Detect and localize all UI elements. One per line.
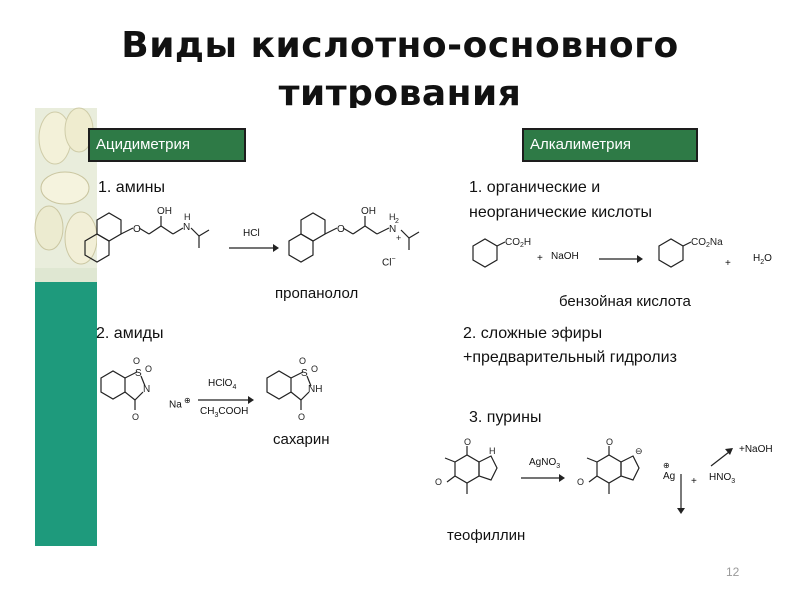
plus-naoh-label: +NaOH [739, 444, 773, 455]
svg-text:O: O [311, 364, 318, 374]
svg-text:O: O [606, 437, 613, 447]
svg-text:N: N [183, 222, 190, 233]
svg-text:S: S [301, 368, 308, 379]
svg-text:O: O [298, 412, 305, 422]
pills-photo [34, 107, 98, 282]
svg-text:2: 2 [395, 218, 399, 225]
svg-text:O: O [133, 356, 140, 366]
svg-text:O: O [145, 364, 152, 374]
svg-text:H: H [489, 446, 496, 456]
title-line-1: Виды кислотно-основного [121, 25, 679, 66]
precipitate-arrow [677, 474, 685, 514]
plus-sign-2: + [725, 258, 731, 269]
alkalimetry-header: Алкалиметрия [522, 128, 698, 162]
svg-text:H: H [184, 212, 191, 222]
title-line-2: титрования [278, 73, 522, 114]
sodium-ion: Na ⊕ [169, 396, 191, 411]
svg-text:NH: NH [308, 384, 322, 395]
svg-text:⊖: ⊖ [635, 446, 643, 456]
ch3cooh-reagent: CH3COOH [200, 406, 249, 419]
propranolol-name: пропанолол [275, 285, 359, 302]
naoh-reagent: NaOH [551, 251, 579, 262]
plus-sign-1: + [537, 253, 543, 264]
svg-text:+: + [396, 233, 401, 243]
silver-ion: ⊕Ag [663, 461, 676, 482]
svg-text:O: O [132, 412, 139, 422]
svg-text:S: S [135, 368, 142, 379]
saccharin-name: сахарин [273, 431, 330, 448]
svg-text:O: O [337, 224, 345, 235]
esters-label-line2: +предварительный гидролиз [463, 349, 677, 366]
svg-text:O: O [435, 477, 442, 487]
hno3-product: HNO3 [709, 472, 736, 485]
chloride-ion: Cl− [382, 256, 396, 269]
reaction-arrow-4 [521, 474, 565, 482]
acids-label-line1: 1. органические и [469, 179, 601, 196]
benzoic-acid-structure: CO2H [472, 237, 531, 268]
silver-theophyllinate-structure: O O ⊖ [577, 437, 643, 494]
reaction-arrow-3 [599, 255, 643, 263]
acidimetry-header: Ацидиметрия [88, 128, 246, 162]
svg-text:O: O [299, 356, 306, 366]
page-number: 12 [726, 565, 740, 579]
svg-text:N: N [389, 224, 396, 235]
svg-text:H: H [389, 212, 396, 222]
svg-text:OH: OH [157, 206, 172, 217]
reaction-arrow-2 [198, 396, 254, 404]
svg-text:CO2Na: CO2Na [691, 237, 723, 249]
esters-label-line1: 2. сложные эфиры [463, 325, 603, 342]
svg-text:CO2H: CO2H [505, 237, 531, 249]
saccharin-structure: S O O NH O [266, 356, 322, 422]
sodium-benzoate-structure: CO2Na [658, 237, 723, 268]
agno3-reagent: AgNO3 [529, 457, 561, 470]
propranolol-salt-structure: O OH N H 2 + [288, 206, 420, 263]
green-band [35, 282, 97, 546]
benzoic-acid-name: бензойная кислота [559, 293, 691, 310]
amines-label: 1. амины [98, 179, 165, 196]
svg-text:O: O [577, 477, 584, 487]
titration-arrow [710, 448, 733, 467]
reaction-arrow-1 [229, 244, 279, 252]
slide-content: Ацидиметрия 1. амины O OH N H HCl [84, 108, 773, 546]
slide-title: Виды кислотно-основного титрования [0, 22, 800, 118]
svg-text:N: N [143, 384, 150, 395]
svg-text:O: O [133, 224, 141, 235]
amides-label: 2. амиды [96, 325, 164, 342]
propranolol-base-structure: O OH N H [84, 206, 210, 263]
hclo4-reagent: HClO4 [208, 378, 237, 391]
saccharin-sodium-structure: S O O N O [100, 356, 152, 422]
theophylline-name: теофиллин [447, 527, 526, 544]
svg-text:OH: OH [361, 206, 376, 217]
plus-sign-3: + [691, 476, 697, 487]
decorative-side-strip [34, 107, 98, 546]
water-product: H2O [753, 253, 772, 266]
purines-label: 3. пурины [469, 409, 542, 426]
theophylline-structure: O O H [435, 437, 498, 494]
hcl-reagent: HCl [243, 228, 260, 239]
svg-text:O: O [464, 437, 471, 447]
acids-label-line2: неорганические кислоты [469, 204, 653, 221]
